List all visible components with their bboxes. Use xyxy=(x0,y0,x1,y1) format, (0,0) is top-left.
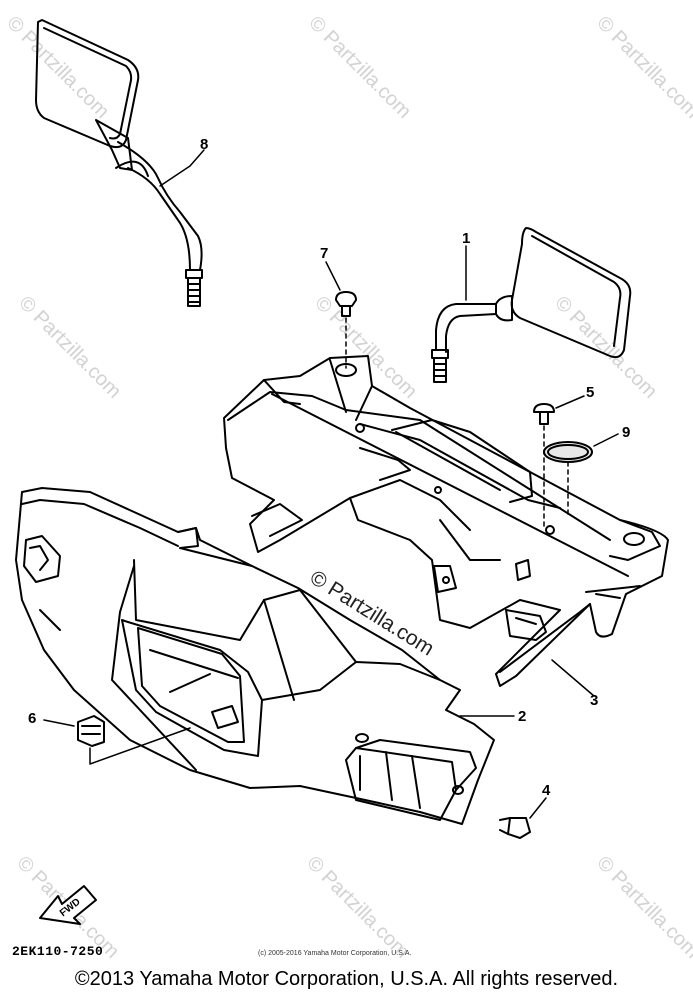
plug-7 xyxy=(335,291,357,369)
mirror-right xyxy=(431,227,632,383)
inner-cover-3 xyxy=(223,355,669,687)
copyright-footer: ©2013 Yamaha Motor Corporation, U.S.A. A… xyxy=(74,968,619,990)
small-copyright: (c) 2005-2016 Yamaha Motor Corporation, … xyxy=(258,950,412,957)
bolt-4 xyxy=(499,817,531,839)
fwd-arrow-icon: FWD xyxy=(39,885,97,925)
emblem-9 xyxy=(543,441,593,519)
callout-5: 5 xyxy=(586,384,595,401)
front-cowling-2 xyxy=(15,487,495,825)
mirror-left xyxy=(35,19,203,307)
callout-6: 6 xyxy=(28,710,37,727)
callout-3: 3 xyxy=(590,692,599,709)
callout-8: 8 xyxy=(200,136,209,153)
leader-lines xyxy=(43,149,619,819)
part-code: 2EK110-7250 xyxy=(12,944,104,959)
screw-5 xyxy=(533,403,555,531)
callout-7: 7 xyxy=(320,245,329,262)
callout-4: 4 xyxy=(542,782,551,799)
callout-9: 9 xyxy=(622,424,631,441)
clip-6 xyxy=(77,715,191,765)
callout-1: 1 xyxy=(462,230,471,247)
callout-2: 2 xyxy=(518,708,527,725)
